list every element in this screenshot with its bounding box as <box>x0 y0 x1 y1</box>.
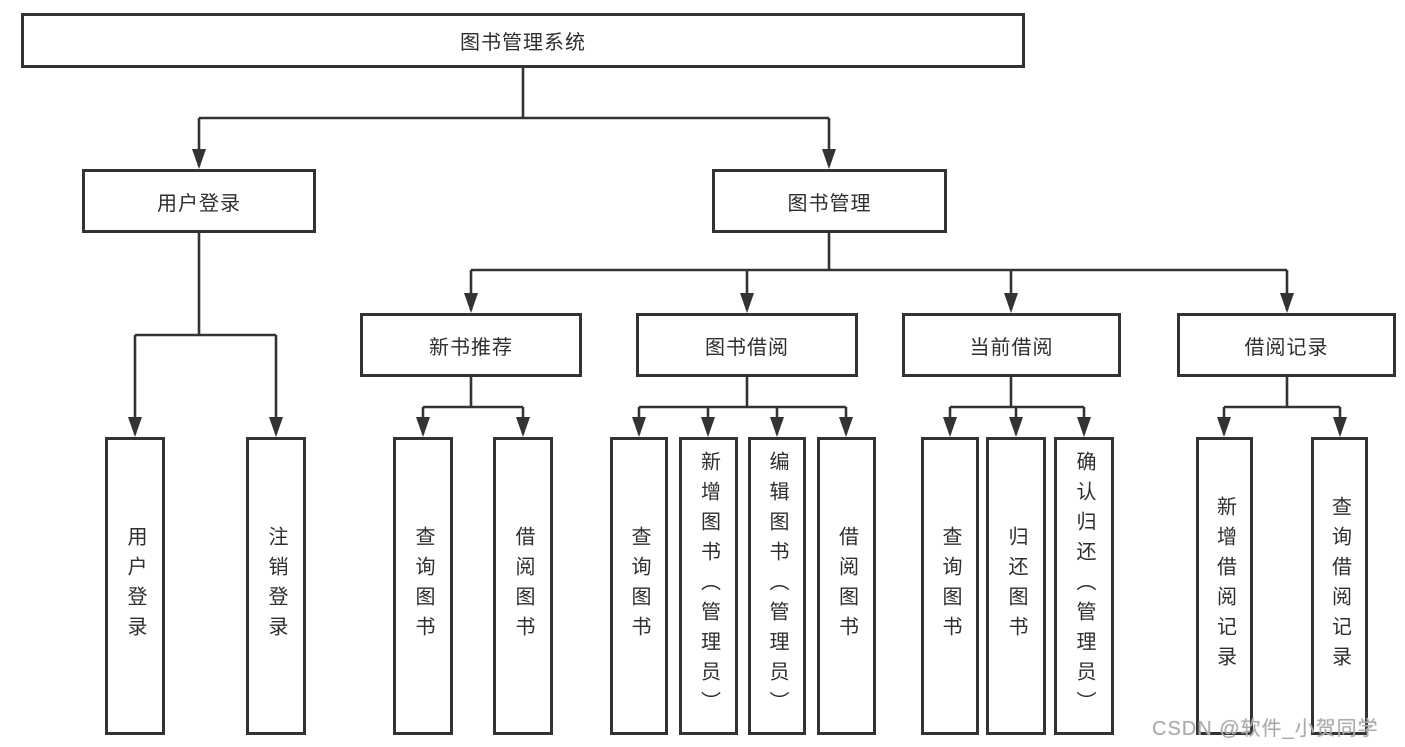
node-label: 图书管理 <box>787 192 872 215</box>
node-book-borrowing: 图书借阅 <box>636 313 858 377</box>
leaf-label: 用户登录 <box>124 526 146 646</box>
leaf-query-borrow-record: 查询借阅记录 <box>1311 437 1368 735</box>
leaf-label: 注销登录 <box>265 526 287 646</box>
leaf-label: 查询图书 <box>628 526 650 646</box>
csdn-watermark: CSDN @软件_小贺同学 <box>1152 718 1379 740</box>
leaf-borrow-books: 借阅图书 <box>817 437 876 735</box>
leaf-label: 归还图书 <box>1005 526 1027 646</box>
node-root: 图书管理系统 <box>21 13 1025 68</box>
leaf-logout: 注销登录 <box>246 437 306 735</box>
leaf-add-borrow-record: 新增借阅记录 <box>1196 437 1253 735</box>
leaf-borrow-books-recommend: 借阅图书 <box>493 437 553 735</box>
node-label: 新书推荐 <box>429 336 513 359</box>
node-label: 借阅记录 <box>1244 336 1329 359</box>
leaf-label: 查询借阅记录 <box>1328 496 1351 676</box>
leaf-label: 查询图书 <box>939 526 961 646</box>
leaf-query-books-current: 查询图书 <box>921 437 979 735</box>
node-current-borrowing: 当前借阅 <box>902 313 1121 377</box>
node-new-book-recommend: 新书推荐 <box>360 313 582 377</box>
node-book-management: 图书管理 <box>712 169 947 233</box>
leaf-label: 借阅图书 <box>512 526 534 646</box>
leaf-label: 确认归还（管理员） <box>1073 451 1095 721</box>
leaf-add-books-admin: 新增图书（管理员） <box>679 437 738 735</box>
leaf-label: 新增借阅记录 <box>1213 496 1236 676</box>
leaf-edit-books-admin: 编辑图书（管理员） <box>748 437 806 735</box>
leaf-user-login: 用户登录 <box>105 437 165 735</box>
node-label: 当前借阅 <box>969 336 1054 359</box>
node-user-login: 用户登录 <box>82 169 316 233</box>
node-root-label: 图书管理系统 <box>460 32 586 54</box>
leaf-label: 新增图书（管理员） <box>697 451 720 721</box>
leaf-label: 编辑图书（管理员） <box>766 451 788 721</box>
node-label: 用户登录 <box>157 192 241 215</box>
leaf-query-books-recommend: 查询图书 <box>393 437 453 735</box>
node-borrowing-records: 借阅记录 <box>1177 313 1396 377</box>
leaf-query-books-borrowing: 查询图书 <box>610 437 668 735</box>
leaf-confirm-return-admin: 确认归还（管理员） <box>1054 437 1114 735</box>
arrowheads <box>128 149 1347 437</box>
leaf-label: 借阅图书 <box>835 526 858 646</box>
leaf-return-books: 归还图书 <box>986 437 1046 735</box>
leaf-label: 查询图书 <box>412 526 434 646</box>
node-label: 图书借阅 <box>705 336 789 359</box>
